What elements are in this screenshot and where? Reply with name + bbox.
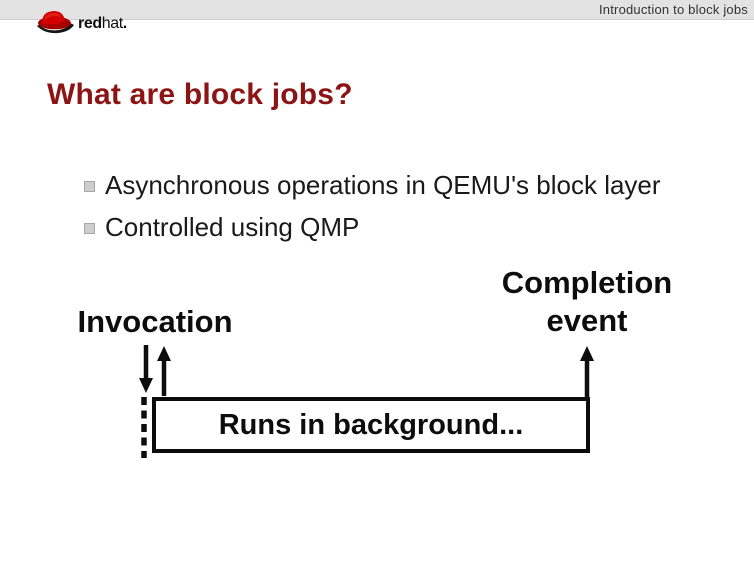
redhat-fedora-icon: [37, 11, 74, 34]
redhat-wordmark: redhat.: [78, 15, 127, 33]
square-bullet-icon: [84, 181, 95, 192]
bullet-text: Controlled using QMP: [105, 212, 360, 242]
slide-header-bar: Introduction to block jobs: [0, 0, 754, 20]
header-bar-title: Introduction to block jobs: [598, 2, 748, 17]
list-item: Asynchronous operations in QEMU's block …: [84, 170, 661, 212]
wordmark-period: .: [122, 15, 127, 32]
runs-box-label: Runs in background...: [218, 408, 524, 441]
completion-up-arrow-head: [580, 346, 594, 361]
page-title: What are block jobs?: [47, 78, 353, 112]
list-item: Controlled using QMP: [84, 212, 661, 254]
invocation-up-arrow-head: [157, 346, 171, 361]
wordmark-red: red: [78, 15, 102, 32]
completion-label-line2: event: [546, 303, 628, 338]
invocation-label: Invocation: [77, 304, 233, 339]
wordmark-hat: hat: [101, 15, 123, 32]
invocation-down-arrow-head: [139, 378, 153, 393]
runs-in-background-box: Runs in background...: [152, 397, 590, 453]
square-bullet-icon: [84, 223, 95, 234]
redhat-logo: redhat.: [35, 6, 175, 38]
completion-label-line1: Completion: [501, 265, 673, 300]
bullet-list: Asynchronous operations in QEMU's block …: [84, 170, 661, 254]
completion-event-label: Completion event: [485, 264, 689, 340]
bullet-text: Asynchronous operations in QEMU's block …: [105, 170, 661, 200]
